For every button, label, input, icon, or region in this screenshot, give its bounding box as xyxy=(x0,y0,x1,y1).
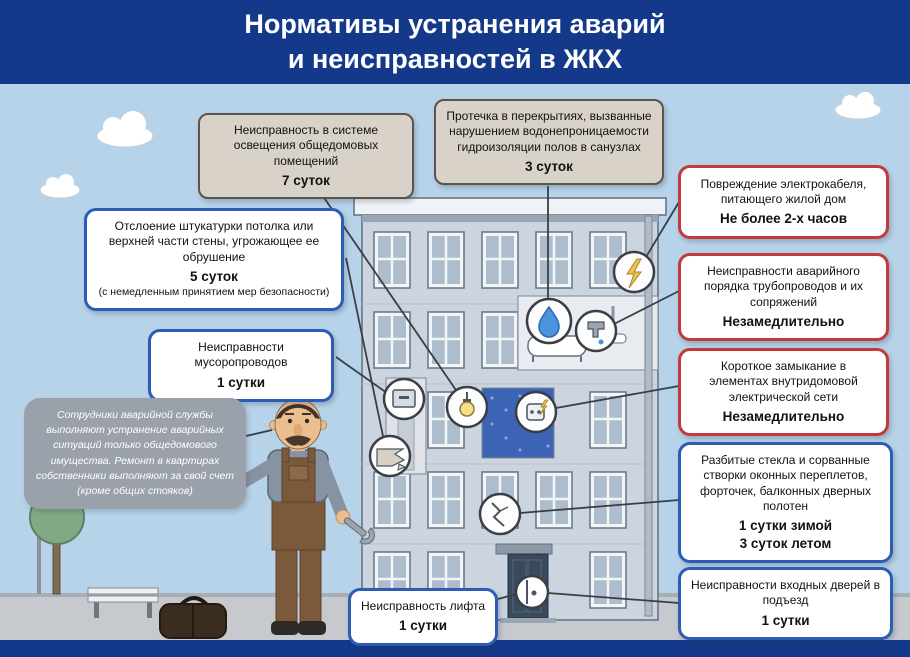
leak-circle xyxy=(525,297,573,345)
wrench-icon xyxy=(343,517,375,545)
cable-circle xyxy=(612,250,656,294)
callout-short-circuit-term: Незамедлительно xyxy=(722,409,845,425)
socket-circle xyxy=(514,390,558,434)
callout-broken-windows-text: Разбитые стекла и сорванные створки окон… xyxy=(700,453,871,514)
callout-short-circuit: Короткое замыкание в элементах внутридом… xyxy=(678,348,889,437)
callout-leak-term: 3 суток xyxy=(525,159,573,175)
garbage-chute-circle xyxy=(382,377,426,421)
boot xyxy=(271,621,299,635)
callout-pipelines-text: Неисправности аварийного порядка трубопр… xyxy=(703,264,864,309)
cloud-icon xyxy=(39,174,81,199)
callout-plaster-note: (с немедленным принятием мер безопасност… xyxy=(98,286,330,299)
callout-electric-cable: Повреждение электрокабеля, питающего жил… xyxy=(678,165,889,239)
hair xyxy=(276,404,320,419)
title-line-2: и неисправностей в ЖКХ xyxy=(287,44,623,74)
callout-plaster-text: Отслоение штукатурки потолка или верхней… xyxy=(108,219,320,264)
toolbag-icon xyxy=(159,596,227,639)
callout-plaster-term: 5 суток xyxy=(190,269,238,285)
boot xyxy=(298,621,326,635)
note-text: Сотрудники аварийной службы выполняют ус… xyxy=(35,409,235,498)
bench xyxy=(87,587,159,618)
connector-lines xyxy=(245,185,680,604)
callout-garbage-chute-term: 1 сутки xyxy=(216,374,266,390)
mustache xyxy=(285,435,311,446)
worker-illustration xyxy=(216,398,375,635)
callout-leak: Протечка в перекрытиях, вызванные наруше… xyxy=(434,99,664,186)
callout-entrance-doors-term: 1 сутки xyxy=(761,612,810,628)
callout-pipelines-term: Незамедлительно xyxy=(722,314,845,330)
crack-icon xyxy=(491,502,505,527)
spark-icon xyxy=(539,399,549,416)
callout-short-circuit-text: Короткое замыкание в элементах внутридом… xyxy=(709,359,858,404)
broken-glass-circle xyxy=(478,492,522,536)
callout-garbage-chute-text: Неисправности мусоропроводов xyxy=(194,340,288,370)
callout-leak-text: Протечка в перекрытиях, вызванные наруше… xyxy=(446,109,652,154)
socket-icon xyxy=(526,403,545,421)
faucet-icon xyxy=(587,321,605,338)
roof xyxy=(353,197,667,216)
callout-lighting: Неисправность в системе освещения общедо… xyxy=(198,113,414,200)
callout-broken-windows-term-summer: 3 суток летом xyxy=(739,535,832,551)
callout-plaster: Отслоение штукатурки потолка или верхней… xyxy=(84,208,344,311)
callout-elevator-text: Неисправность лифта xyxy=(361,599,485,613)
faucet-circle xyxy=(574,309,618,353)
note-bubble: Сотрудники аварийной службы выполняют ус… xyxy=(24,398,246,510)
callout-lighting-term: 7 суток xyxy=(282,173,330,189)
highlight-circles xyxy=(368,250,656,610)
lamp-circle xyxy=(445,385,489,429)
callout-elevator: Неисправность лифта 1 сутки xyxy=(348,588,498,646)
water-drop-icon xyxy=(538,305,560,338)
plaster-icon xyxy=(376,448,406,467)
title-banner: Нормативы устранения аварий и неисправно… xyxy=(0,0,910,84)
callout-garbage-chute: Неисправности мусоропроводов 1 сутки xyxy=(148,329,334,402)
lamp-icon xyxy=(459,401,475,417)
callout-electric-cable-term: Не более 2-х часов xyxy=(719,211,848,227)
lightning-icon xyxy=(626,258,642,289)
cloud-icon xyxy=(834,92,882,120)
callout-lighting-text: Неисправность в системе освещения общедо… xyxy=(233,123,379,168)
callout-entrance-doors: Неисправности входных дверей в подъезд 1… xyxy=(678,567,893,640)
door-handle-icon xyxy=(531,590,537,596)
title-line-1: Нормативы устранения аварий xyxy=(244,8,666,39)
callout-entrance-doors-text: Неисправности входных дверей в подъезд xyxy=(690,578,880,608)
plaster-circle xyxy=(368,434,412,478)
callout-elevator-term: 1 сутки xyxy=(398,618,448,634)
callout-broken-windows-term-winter: 1 сутки зимой xyxy=(738,518,833,534)
door-circle xyxy=(514,574,550,610)
callout-pipelines: Неисправности аварийного порядка трубопр… xyxy=(678,253,889,342)
callout-broken-windows: Разбитые стекла и сорванные створки окон… xyxy=(678,442,893,563)
cloud-icon xyxy=(96,111,154,148)
callout-electric-cable-text: Повреждение электрокабеля, питающего жил… xyxy=(700,176,867,206)
